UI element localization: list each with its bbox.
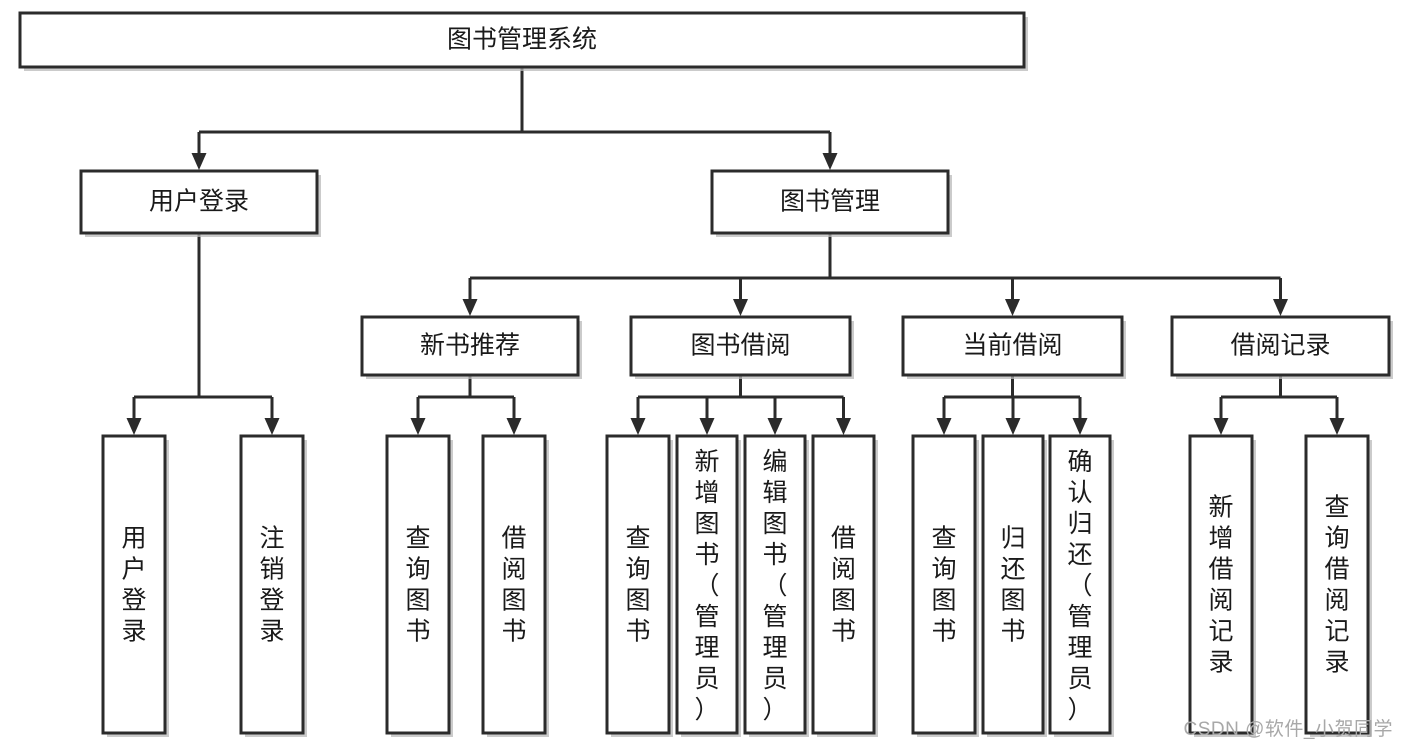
node-box[interactable] [101, 434, 167, 735]
node-box[interactable] [239, 434, 305, 735]
node-label: 用户登录 [121, 525, 146, 646]
node-leaf-return-book[interactable]: 归还图书 [981, 434, 1047, 737]
arrow-head [836, 418, 851, 435]
edges-layer [126, 67, 1345, 435]
node-box[interactable] [811, 434, 876, 735]
node-leaf-confirm-return[interactable]: 确认归还（管理员） [1048, 434, 1114, 737]
arrow-head [1273, 299, 1288, 316]
arrow-head [191, 153, 207, 170]
node-box[interactable] [1048, 434, 1112, 735]
node-box[interactable] [605, 434, 671, 735]
node-root[interactable]: 图书管理系统 [18, 11, 1028, 71]
node-box[interactable] [710, 169, 950, 235]
node-label: 查询图书 [625, 525, 650, 646]
arrow-head [264, 418, 280, 435]
arrow-head [1005, 299, 1020, 316]
node-label: 确认归还（管理员） [1067, 448, 1092, 724]
arrow-head [1005, 418, 1021, 435]
node-leaf-query-book-current[interactable]: 查询图书 [911, 434, 979, 737]
node-label: 借阅图书 [831, 525, 856, 646]
node-user-login[interactable]: 用户登录 [79, 169, 321, 237]
node-leaf-query-book-recommend[interactable]: 查询图书 [385, 434, 453, 737]
node-book-manage[interactable]: 图书管理 [710, 169, 952, 237]
node-box[interactable] [629, 315, 852, 377]
node-box[interactable] [901, 315, 1124, 377]
node-label: 注销登录 [259, 525, 284, 646]
node-borrow-record[interactable]: 借阅记录 [1170, 315, 1393, 379]
arrow-head [822, 153, 838, 170]
node-leaf-user-logout[interactable]: 注销登录 [239, 434, 307, 737]
node-leaf-query-book-borrow[interactable]: 查询图书 [605, 434, 673, 737]
arrow-head [699, 418, 715, 435]
node-label: 新增借阅记录 [1208, 494, 1233, 677]
arrow-head [733, 299, 748, 316]
node-label: 归还图书 [1000, 525, 1025, 646]
arrow-head [410, 418, 426, 435]
node-new-book-recommend[interactable]: 新书推荐 [360, 315, 582, 379]
node-box[interactable] [385, 434, 451, 735]
node-book-borrow[interactable]: 图书借阅 [629, 315, 854, 379]
arrow-head [1329, 418, 1345, 435]
node-label: 借阅记录 [1230, 332, 1330, 360]
node-box[interactable] [360, 315, 580, 377]
node-box[interactable] [481, 434, 547, 735]
arrow-head [126, 418, 142, 435]
arrow-head [936, 418, 952, 435]
arrow-head [767, 418, 783, 435]
node-label: 用户登录 [149, 188, 249, 216]
node-label: 图书借阅 [690, 332, 790, 360]
node-box[interactable] [911, 434, 977, 735]
node-box[interactable] [1188, 434, 1254, 735]
node-leaf-user-login[interactable]: 用户登录 [101, 434, 169, 737]
node-leaf-edit-book[interactable]: 编辑图书（管理员） [743, 434, 809, 737]
node-leaf-borrow-book-recommend[interactable]: 借阅图书 [481, 434, 549, 737]
node-label: 新书推荐 [420, 332, 520, 360]
node-box[interactable] [1170, 315, 1391, 377]
node-box[interactable] [743, 434, 807, 735]
nodes-layer: 图书管理系统用户登录图书管理新书推荐图书借阅当前借阅借阅记录用户登录注销登录查询… [18, 11, 1393, 737]
node-leaf-query-borrow-record[interactable]: 查询借阅记录 [1304, 434, 1372, 737]
node-label: 查询图书 [931, 525, 956, 646]
node-label: 查询图书 [405, 525, 430, 646]
node-label: 编辑图书（管理员） [762, 448, 787, 724]
arrow-head [506, 418, 522, 435]
arrow-head [630, 418, 646, 435]
node-label: 新增图书（管理员） [694, 448, 719, 724]
node-leaf-borrow-book[interactable]: 借阅图书 [811, 434, 878, 737]
node-box[interactable] [18, 11, 1026, 69]
watermark: CSDN @软件_小贺同学 [1183, 719, 1393, 740]
node-label: 图书管理系统 [447, 26, 597, 54]
node-label: 当前借阅 [962, 332, 1062, 360]
node-leaf-add-borrow-record[interactable]: 新增借阅记录 [1188, 434, 1256, 737]
node-label: 借阅图书 [501, 525, 526, 646]
node-current-borrow[interactable]: 当前借阅 [901, 315, 1126, 379]
node-label: 图书管理 [780, 188, 880, 216]
arrow-head [1072, 418, 1088, 435]
node-label: 查询借阅记录 [1324, 494, 1349, 677]
node-box[interactable] [1304, 434, 1370, 735]
arrow-head [1213, 418, 1229, 435]
node-box[interactable] [79, 169, 319, 235]
node-box[interactable] [675, 434, 739, 735]
node-box[interactable] [981, 434, 1045, 735]
arrow-head [462, 299, 478, 316]
node-leaf-add-book[interactable]: 新增图书（管理员） [675, 434, 741, 737]
